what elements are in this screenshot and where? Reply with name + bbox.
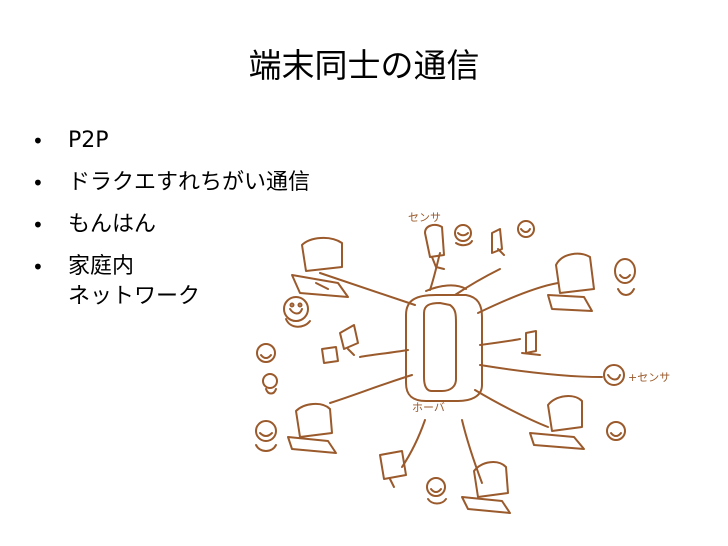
computer-icon xyxy=(548,254,594,311)
sensor-label-top: センサ xyxy=(408,211,441,224)
computer-icon xyxy=(530,396,584,449)
bullet-text: ドラクエすれちがい通信 xyxy=(68,170,311,195)
device-icon xyxy=(492,229,504,255)
smile-face-icon xyxy=(607,422,625,440)
bullet-marker: • xyxy=(32,171,44,195)
device-icon xyxy=(522,331,540,355)
device-icon xyxy=(322,347,338,363)
bullet-item: • P2P xyxy=(26,126,310,156)
bullet-marker: • xyxy=(32,129,44,153)
bullet-text: 家庭内 xyxy=(68,254,135,279)
hub-server-icon xyxy=(406,285,482,401)
bullet-item: • 家庭内 ネットワーク xyxy=(26,252,310,312)
sensor-label-right: +センサ xyxy=(628,371,670,384)
smile-face-icon xyxy=(518,221,534,237)
computer-icon xyxy=(288,404,336,453)
smile-face-icon xyxy=(455,225,472,245)
network-sketch: ホーバ センサ xyxy=(230,211,670,525)
device-icon xyxy=(380,451,406,487)
bullet-marker: • xyxy=(32,255,44,279)
bullet-item: • もんはん xyxy=(26,210,310,240)
bullet-marker: • xyxy=(32,213,44,237)
hub-label: ホーバ xyxy=(412,401,445,414)
slide-title: 端末同士の通信 xyxy=(248,46,480,85)
device-icon xyxy=(340,325,358,355)
bullet-item: • ドラクエすれちがい通信 xyxy=(26,168,310,198)
computer-icon xyxy=(292,238,348,297)
bullet-text-continued: ネットワーク xyxy=(68,284,201,309)
smile-face-icon xyxy=(427,478,446,504)
bullet-text: もんはん xyxy=(68,212,157,237)
smile-face-icon xyxy=(284,297,310,327)
computer-icon xyxy=(462,462,510,513)
smile-face-icon xyxy=(257,344,275,362)
device-icon xyxy=(425,225,444,269)
smile-face-icon xyxy=(615,259,635,295)
smile-face-icon xyxy=(256,421,276,451)
hub-connection-lines xyxy=(320,253,602,483)
bullet-list: • P2P • ドラクエすれちがい通信 • もんはん • 家庭内 ネットワーク xyxy=(26,126,310,324)
smile-face-icon xyxy=(604,365,624,385)
smile-face-icon xyxy=(263,374,277,394)
bullet-text: P2P xyxy=(68,128,109,153)
